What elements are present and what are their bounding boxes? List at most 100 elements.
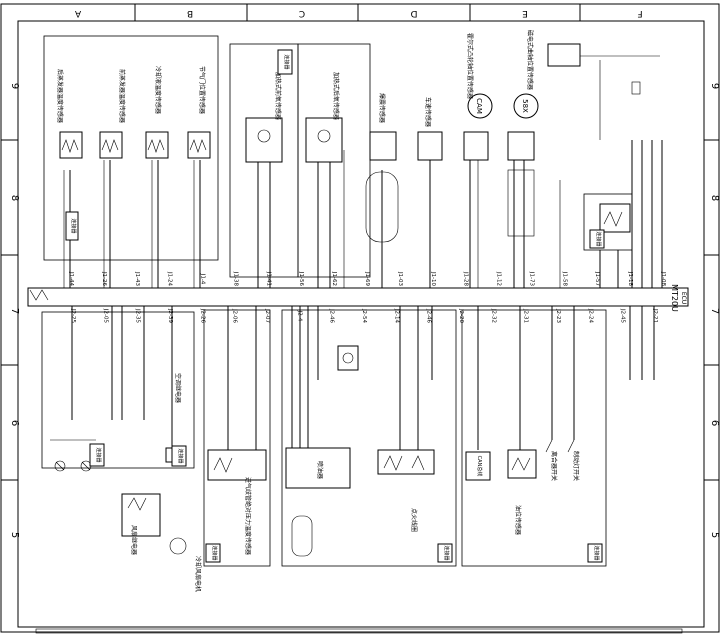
switches: 离合器开关 制动灯开关 (545, 439, 580, 481)
label-knock: 爆震传感器 (378, 93, 386, 123)
column-label-e: E (522, 8, 528, 18)
bottom-pin-label-3: J2-39 (167, 308, 173, 324)
top-pin-label-8: J1-62 (331, 271, 337, 286)
row-label-6-right: 6 (709, 420, 720, 426)
ignition-coil: 点火线圈 (377, 449, 435, 532)
column-label-d: D (410, 8, 417, 18)
row-label-9-right: 9 (709, 83, 720, 89)
top-wires (63, 140, 663, 288)
top-pin-label-16: J1-57 (594, 271, 600, 287)
bottom-pin-label-5: J2-06 (232, 308, 238, 324)
column-label-a: A (74, 8, 81, 18)
bottom-pin-label-0: J2-25 (70, 308, 76, 324)
label-rear-o2: 加热式后氧传感器 (332, 72, 340, 120)
label-front-o2: 加热式前氧传感器 (274, 72, 282, 120)
bottom-pin-label-14: J2-31 (523, 308, 529, 323)
tag-connector-8: 连接器 (593, 545, 600, 560)
tag-connector-6: 连接器 (211, 545, 218, 560)
top-pin-label-2: J1-43 (134, 271, 140, 287)
column-ruler: A B C D E F (74, 4, 643, 21)
bottom-pin-label-1: J2-05 (102, 308, 108, 324)
tag-connector-4: 连接器 (95, 447, 102, 462)
label-coolant: 冷却液温度传感器 (154, 66, 162, 114)
row-label-6-left: 6 (9, 420, 20, 426)
outer-frame (0, 3, 720, 633)
label-fuel-level: 油位传感器 (514, 505, 522, 535)
sensor-front-evap: 前蒸发器温度传感器 (99, 69, 126, 159)
sensor-box-left (43, 35, 219, 261)
relay-box-left (41, 311, 195, 469)
top-pin-label-17: J1-18 (627, 271, 633, 287)
label-cam: 霍尔式凸轮轴位置传感器 (466, 33, 474, 99)
battery-block (547, 43, 660, 140)
row-label-7-right: 7 (709, 308, 720, 314)
sensor-coolant: 冷却液温度传感器 (145, 66, 169, 159)
bottom-pin-label-17: J2-45 (620, 308, 626, 324)
fan-relay: 风扇继电器 (121, 493, 161, 555)
ecu-strip: MT20U ECU (27, 284, 689, 312)
map-sensor: 进气歧管绝对压力温度传感器 (207, 449, 267, 555)
top-pin-label-3: J1-24 (167, 271, 173, 287)
top-pin-label-12: J1-28 (463, 271, 469, 287)
title-strip (35, 628, 683, 634)
bottom-pin-label-8: J2-46 (329, 308, 335, 324)
label-ignition: 点火线圈 (410, 508, 418, 532)
crank-icon: 58X (521, 99, 529, 113)
row-label-5-right: 5 (709, 532, 720, 538)
column-label-c: C (299, 8, 305, 18)
ecu-sub: ECU (680, 292, 687, 304)
actuator-box-d (281, 309, 457, 567)
top-pin-label-13: J1-12 (496, 271, 502, 286)
bottom-pin-label-12: J2-20 (458, 308, 464, 324)
row-label-8-left: 8 (9, 195, 20, 201)
label-speed: 车速传感器 (424, 97, 432, 127)
sensor-speed: 车速传感器 (417, 97, 443, 161)
sensor-knock: 爆震传感器 (365, 93, 399, 243)
inner-frame (17, 20, 705, 628)
actuator-box-c (203, 309, 271, 567)
bottom-wires (71, 306, 655, 450)
top-pin-label-11: J1-10 (430, 271, 436, 287)
tag-connector-1: 连接器 (70, 218, 77, 233)
bottom-pin-label-7: J2-4 (296, 310, 302, 322)
idle-valve (599, 203, 631, 233)
label-clutch: 离合器开关 (550, 451, 558, 481)
top-pin-label-6: J1-41 (265, 271, 271, 286)
top-pin-label-10: J1-03 (397, 271, 403, 287)
bottom-pin-label-6: J2-07 (264, 308, 270, 324)
label-rear-evap: 后蒸发器温度传感器 (56, 69, 64, 123)
top-pin-label-14: J1-73 (528, 271, 534, 287)
bottom-pin-label-2: J2-35 (135, 308, 141, 324)
label-can: CAN总线 (476, 456, 483, 477)
label-fan-relay: 风扇继电器 (130, 525, 138, 555)
row-ruler: 9 8 7 6 5 9 8 7 6 5 (1, 83, 720, 538)
label-ac-relay: 空调继电器 (174, 373, 182, 403)
top-pin-label-15: J1-58 (561, 271, 567, 287)
can-module: CAN总线 (465, 451, 491, 481)
top-pin-label-4: J1-4 (200, 273, 206, 285)
label-brake: 制动灯开关 (572, 451, 580, 481)
top-pin-label-5: J1-38 (232, 271, 238, 287)
bottom-pin-label-9: J2-54 (361, 308, 367, 324)
column-label-b: B (187, 8, 193, 18)
row-label-9-left: 9 (9, 83, 20, 89)
row-label-7-left: 7 (9, 308, 20, 314)
bottom-pin-label-10: J2-14 (393, 308, 399, 324)
top-pin-label-7: J1-56 (298, 271, 304, 287)
label-throttle: 节气门位置传感器 (198, 66, 206, 114)
bottom-pin-label-15: J2-23 (555, 308, 561, 324)
connector-tags: 连接器 连接器 连接器 连接器 连接器 连接器 连接器 连接器 (65, 49, 605, 563)
top-pin-label-9: J1-69 (364, 271, 370, 287)
fan-motor: 冷却风扇电机 (169, 537, 202, 592)
actuator-box-e (461, 309, 607, 567)
top-pin-label-0: J1-44 (68, 271, 74, 287)
label-map: 进气歧管绝对压力温度传感器 (244, 477, 252, 555)
row-label-5-left: 5 (9, 532, 20, 538)
bottom-pin-label-16: J2-24 (587, 308, 593, 324)
label-fan-motor: 冷却风扇电机 (194, 556, 202, 592)
sensor-rear-o2: 加热式后氧传感器 (305, 72, 343, 163)
bottom-pin-label-11: J2-46 (426, 308, 432, 324)
label-front-evap: 前蒸发器温度传感器 (118, 69, 126, 123)
